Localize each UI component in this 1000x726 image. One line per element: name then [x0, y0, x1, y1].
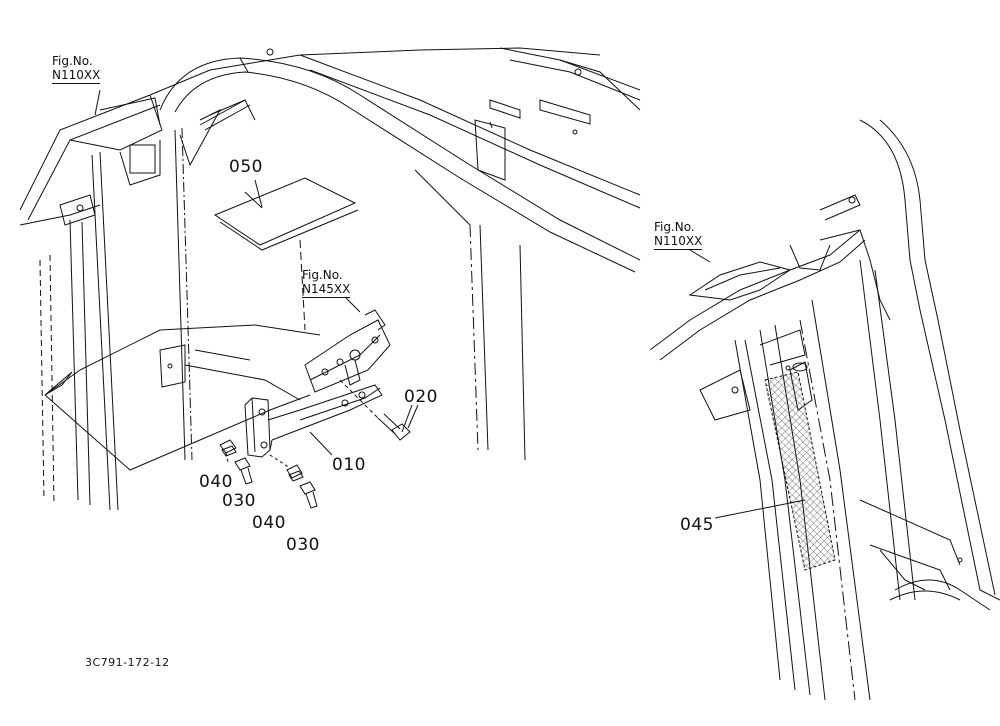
part-label-040-b: 040: [252, 513, 286, 533]
fig-ref-right-number: N110XX: [654, 234, 703, 250]
leader-lines: [95, 90, 805, 518]
part-label-045: 045: [680, 515, 714, 535]
fig-ref-right-label: Fig.No.: [654, 220, 695, 234]
door-panel-outline: [45, 170, 525, 470]
drawing-code: 3C791-172-12: [85, 656, 170, 669]
fastener-set-a: [220, 440, 252, 484]
right-detail-cab-post: [650, 120, 1000, 700]
part-045-seal-strip: [765, 372, 835, 570]
fig-ref-hinge-number: N145XX: [302, 282, 351, 298]
fig-ref-hinge: Fig.No. N145XX: [302, 268, 351, 298]
part-050-decal-sheet: [215, 178, 358, 250]
cab-roof-frame: [20, 48, 640, 272]
fig-ref-left: Fig.No. N110XX: [52, 54, 101, 84]
left-cab-posts: [20, 100, 255, 510]
part-020-bolt: [340, 380, 412, 440]
hinge-assembly: [305, 310, 390, 392]
part-label-010: 010: [332, 455, 366, 475]
part-label-050: 050: [229, 157, 263, 177]
fig-ref-left-number: N110XX: [52, 68, 101, 84]
fig-ref-left-label: Fig.No.: [52, 54, 93, 68]
fastener-set-b: [270, 455, 317, 508]
fig-ref-hinge-label: Fig.No.: [302, 268, 343, 282]
part-label-030-b: 030: [286, 535, 320, 555]
part-010-bracket: [245, 385, 382, 457]
fig-ref-right: Fig.No. N110XX: [654, 220, 703, 250]
part-label-030-a: 030: [222, 491, 256, 511]
part-label-020: 020: [404, 387, 438, 407]
part-label-040-a: 040: [199, 472, 233, 492]
